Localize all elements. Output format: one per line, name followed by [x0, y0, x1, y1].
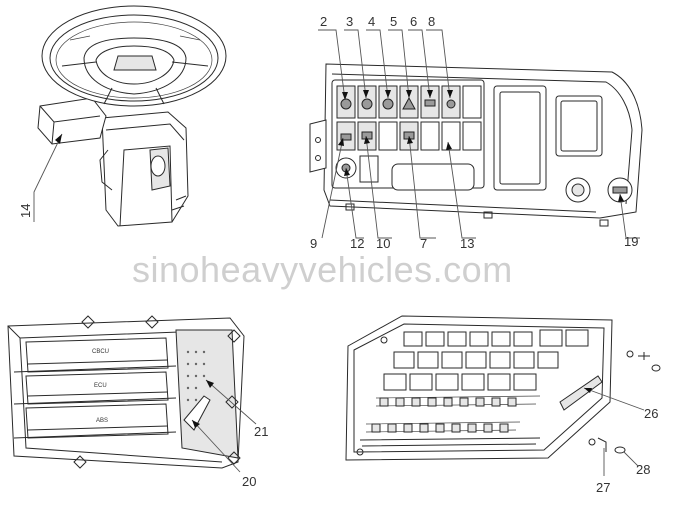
callout-26-label: 26 [644, 406, 658, 421]
ecu-mounting-rack: CBCU ECU ABS [7, 315, 245, 469]
callout-21-label: 21 [254, 424, 268, 439]
callout-14-label: 14 [18, 204, 33, 218]
callout-28-label: 28 [636, 462, 650, 477]
ecu-label: ECU [94, 383, 107, 389]
callout-5-label: 5 [390, 14, 397, 29]
callout-4: 4 [366, 14, 391, 99]
callout-2: 2 [318, 14, 348, 101]
callout-12-label: 12 [350, 236, 364, 251]
cbcu-label: CBCU [92, 349, 109, 355]
callout-10-label: 10 [376, 236, 390, 251]
abs-label: ABS [96, 418, 108, 424]
callout-10: 10 [364, 135, 392, 251]
callout-21: 21 [205, 379, 268, 439]
callout-4-label: 4 [368, 14, 375, 29]
callout-5: 5 [388, 14, 412, 99]
callout-13-label: 13 [460, 236, 474, 251]
callout-3: 3 [344, 14, 369, 99]
relay-fuse-board [345, 315, 634, 461]
callout-19: 19 [618, 193, 640, 249]
callout-20: 20 [191, 419, 256, 489]
callout-7: 7 [407, 135, 436, 251]
callout-9-label: 9 [310, 236, 317, 251]
callout-2-label: 2 [320, 14, 327, 29]
callout-13: 13 [446, 141, 476, 251]
callout-28: 28 [623, 451, 650, 477]
callout-3-label: 3 [346, 14, 353, 29]
screw-washer-set [597, 352, 661, 454]
steering-wheel-assembly [37, 5, 227, 227]
watermark-text: sinoheavyvehicles.com [132, 249, 513, 290]
callout-14: 14 [18, 133, 63, 222]
callout-9: 9 [310, 137, 344, 251]
callout-6-label: 6 [410, 14, 417, 29]
callout-8: 8 [426, 14, 453, 99]
callout-8-label: 8 [428, 14, 435, 29]
callout-6: 6 [408, 14, 433, 99]
callout-12: 12 [344, 167, 364, 251]
dashboard-switch-panel [309, 63, 643, 227]
callout-20-label: 20 [242, 474, 256, 489]
callout-27: 27 [596, 448, 610, 495]
callout-27-label: 27 [596, 480, 610, 495]
callout-7-label: 7 [420, 236, 427, 251]
callout-26: 26 [583, 387, 658, 421]
callout-19-label: 19 [624, 234, 638, 249]
